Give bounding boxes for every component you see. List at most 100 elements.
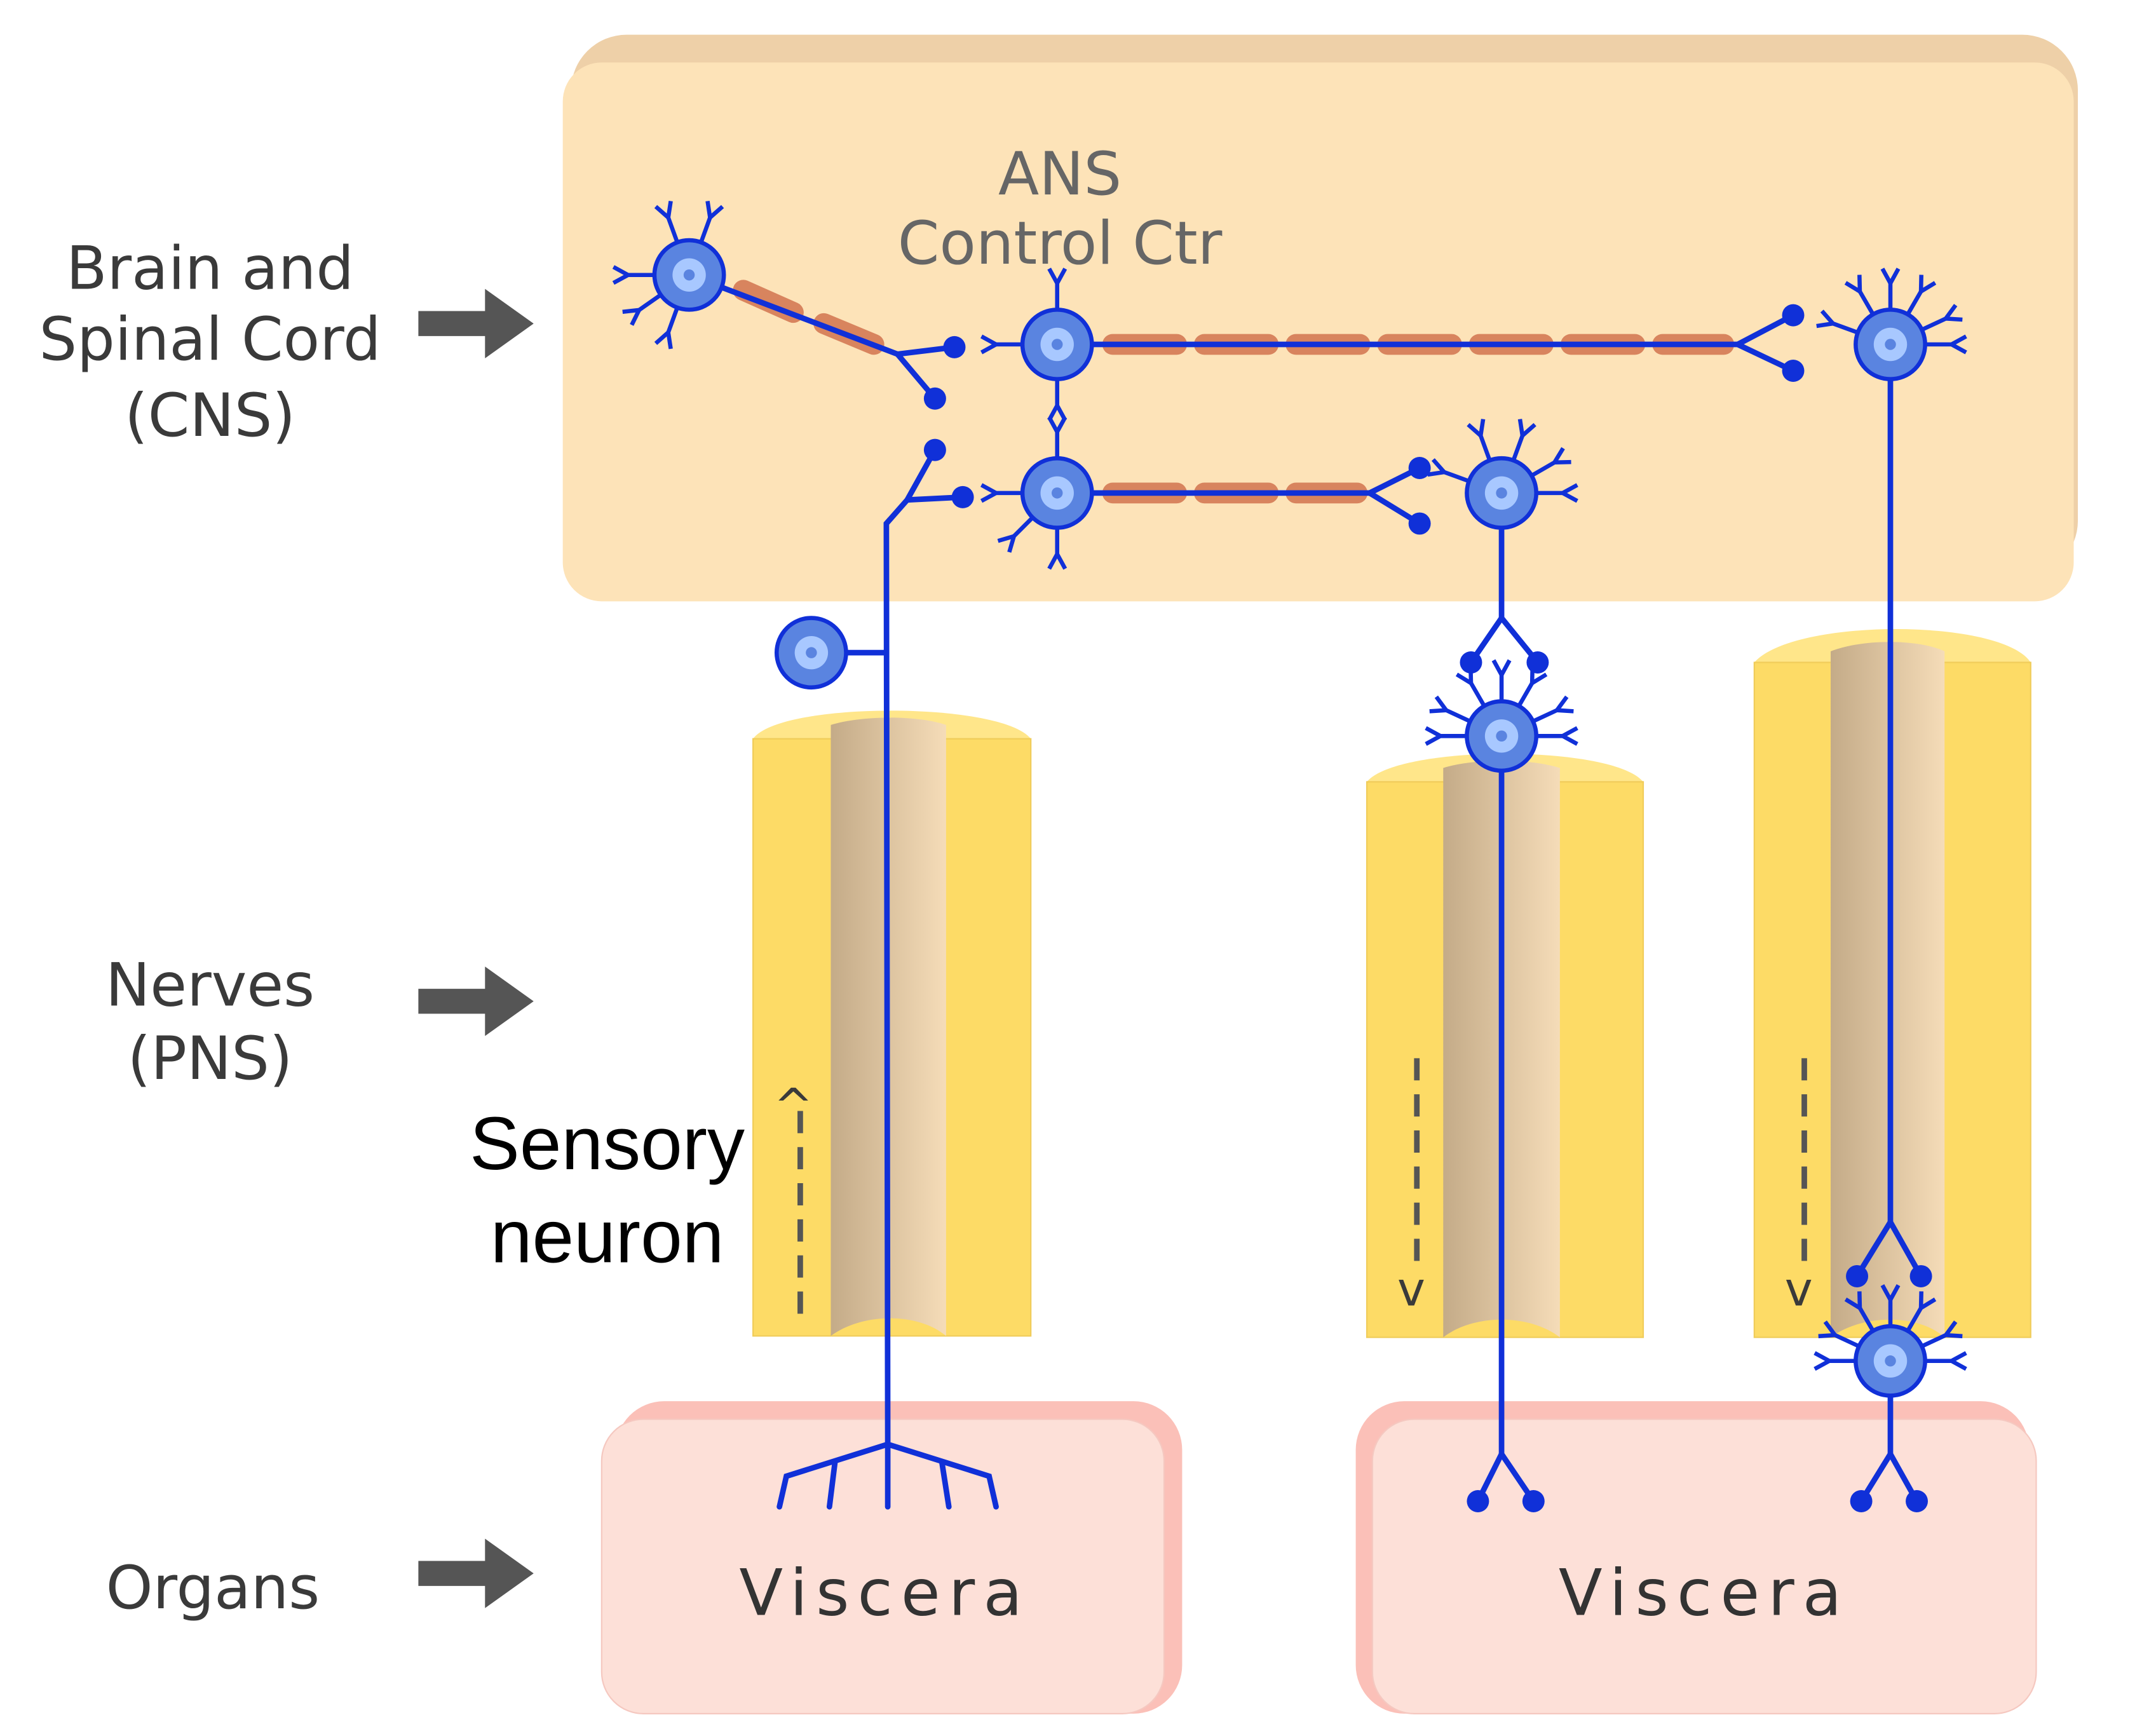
dendrite-branch (1950, 1359, 1967, 1371)
nucleolus (806, 647, 817, 658)
dendrite-branch (654, 330, 670, 345)
nucleolus (1496, 730, 1507, 742)
nucleolus (1885, 339, 1896, 350)
cns-front-panel (562, 62, 2074, 602)
dendrite-branch (1888, 1284, 1901, 1301)
dendrite-branch (1554, 459, 1571, 465)
viscera-left-label: Viscera (739, 1556, 1031, 1630)
dendrite-branch (1427, 470, 1445, 477)
dendrite-branch (1888, 268, 1901, 285)
dendrite-branch (1880, 268, 1892, 285)
dendrite-branch (630, 309, 641, 326)
dendrite-branch (705, 200, 712, 218)
dendrite-branch (1823, 1320, 1837, 1337)
dendrite (666, 217, 680, 245)
dendrite (1531, 708, 1558, 724)
dendrite-branch (1820, 309, 1835, 325)
ans-label-line2: Control Ctr (898, 209, 1223, 278)
dendrite-branch (980, 334, 998, 346)
dendrite-branch (1455, 672, 1472, 685)
organs-label: Organs (106, 1554, 320, 1623)
down-arrow-head: v (1397, 1261, 1425, 1317)
cns-label-line1: Brain and (66, 234, 354, 304)
dendrite (1469, 682, 1487, 708)
dendrite-branch (1561, 483, 1578, 495)
dendrite-branch (1425, 726, 1442, 738)
ans-label-line1: ANS (998, 140, 1122, 209)
dendrite-branch (612, 265, 629, 277)
neuron-icon (774, 616, 848, 690)
down-arrow-head: v (1785, 1261, 1813, 1317)
pns-label-line2: (PNS) (128, 1024, 293, 1094)
dendrite-branch (1047, 268, 1059, 285)
dendrite-branch (1920, 1298, 1937, 1310)
nucleolus (1496, 487, 1507, 499)
dendrite-branch (1944, 1320, 1958, 1337)
dendrite (698, 217, 712, 245)
cns-label-line3: (CNS) (125, 381, 295, 451)
right-arrow-icon (418, 1538, 534, 1608)
nerve-tube-middle (1366, 754, 1644, 1338)
dendrite-branch (1880, 1284, 1892, 1301)
neuron-icon (1427, 419, 1578, 530)
dendrite-branch (1478, 419, 1486, 436)
neuron-icon (1814, 1284, 1967, 1398)
dendrite (1445, 708, 1472, 724)
dendrite-branch (1945, 1332, 1963, 1339)
dendrite (1834, 1333, 1861, 1349)
dendrite-branch (1814, 1359, 1831, 1371)
dendrite-branch (1561, 491, 1578, 503)
cns-region (562, 34, 2078, 602)
neuron-icon (1816, 268, 1967, 381)
dendrite-branch (1531, 672, 1548, 685)
dendrite-branch (1425, 734, 1442, 746)
dendrite-branch (1950, 342, 1967, 355)
side-labels: Brain and Spinal Cord (CNS) Nerves (PNS)… (39, 234, 381, 1623)
dendrite-branch (1529, 666, 1535, 684)
dendrite-branch (1945, 316, 1963, 322)
dendrite-branch (1918, 1291, 1923, 1308)
dendrite-branch (997, 534, 1015, 543)
dendrite-branch (1055, 553, 1068, 570)
dendrite-branch (1920, 281, 1937, 294)
dendrite-branch (1055, 268, 1068, 285)
synaptic-terminals (923, 304, 1932, 1512)
dendrite (1920, 316, 1947, 332)
dendrite (1510, 435, 1525, 463)
dendrite-branch (1047, 416, 1059, 433)
dendrite (1479, 435, 1493, 463)
dendrite-branch (1517, 419, 1525, 436)
dendrite-branch (1491, 659, 1503, 676)
dendrite-branch (1434, 695, 1448, 712)
nerve-tube-left (752, 710, 1032, 1337)
dendrite (1905, 1306, 1923, 1333)
dendrite-branch (666, 332, 673, 349)
dendrite-branch (1918, 275, 1923, 292)
dendrite-branch (1555, 695, 1569, 712)
cns-label-line2: Spinal Cord (39, 305, 381, 374)
dendrite-branch (1431, 458, 1446, 474)
dendrite-branch (1468, 666, 1474, 684)
level-arrows (418, 288, 534, 1608)
dendrite-branch (622, 308, 640, 315)
dendrite-branch (1521, 423, 1536, 437)
dendrite (1920, 1333, 1947, 1349)
dendrite-branch (1844, 1298, 1861, 1310)
dendrite-branch (708, 205, 724, 219)
dendrite (1858, 1306, 1876, 1333)
dendrite-branch (1950, 334, 1967, 346)
neuron-cell-bodies (612, 200, 1967, 1398)
dendrite (1858, 290, 1876, 317)
pns-label-line1: Nerves (105, 951, 315, 1020)
dendrite-branch (1950, 1351, 1967, 1363)
sensory-neuron-label-line1: Sensory (470, 1102, 745, 1186)
neuron-icon (612, 200, 726, 349)
viscera-right-label: Viscera (1559, 1556, 1850, 1630)
dendrite-branch (1055, 416, 1068, 433)
dendrite (1012, 515, 1035, 538)
dendrite-branch (1944, 304, 1958, 320)
right-arrow-icon (418, 966, 534, 1036)
dendrite (1905, 290, 1923, 317)
up-arrow-head: ^ (773, 1078, 813, 1134)
